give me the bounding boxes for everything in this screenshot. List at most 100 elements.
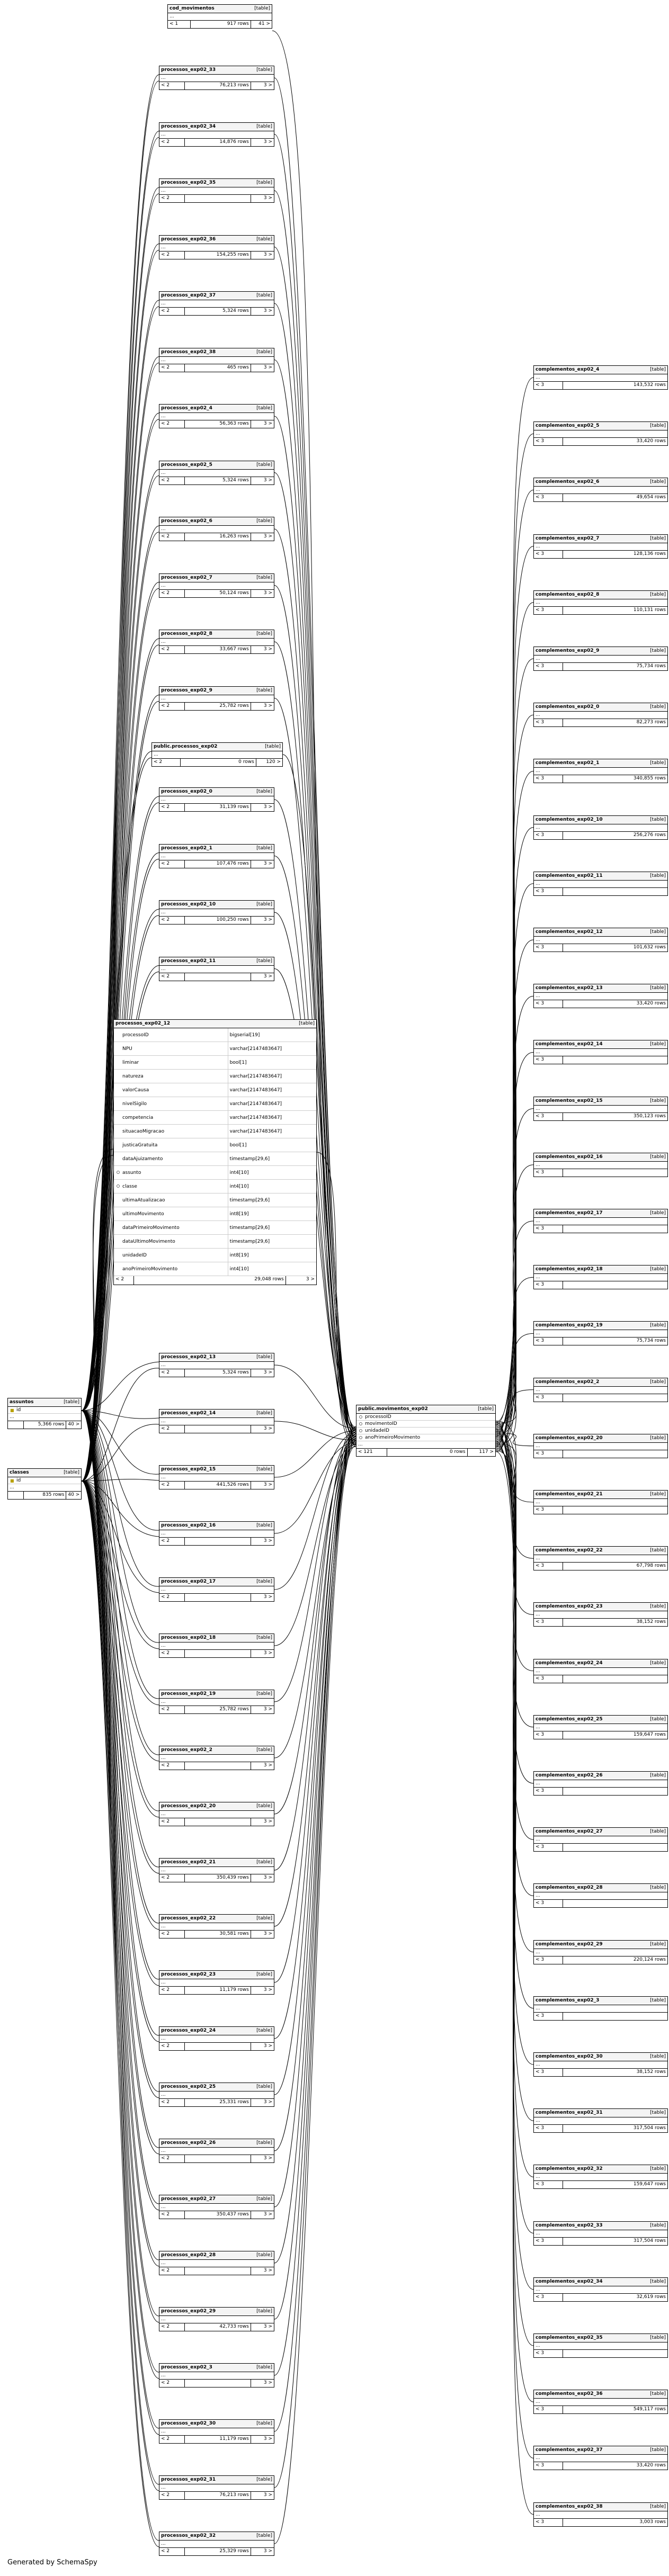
table-name[interactable]: processos_exp02_1: [161, 845, 212, 851]
child-count[interactable]: 3 >: [263, 83, 272, 88]
table-name[interactable]: complementos_exp02_14: [536, 1042, 603, 1047]
child-count[interactable]: 120 >: [266, 759, 281, 765]
child-count[interactable]: 3 >: [263, 534, 272, 539]
table-c17[interactable]: complementos_exp02_17[table]...< 3: [533, 1209, 668, 1233]
table-name[interactable]: processos_exp02_8: [161, 631, 212, 636]
child-count[interactable]: 3 >: [263, 1819, 272, 1824]
child-count[interactable]: 3 >: [263, 1931, 272, 1936]
table-name[interactable]: processos_exp02_30: [161, 2421, 216, 2426]
table-name[interactable]: complementos_exp02_17: [536, 1210, 603, 1216]
parent-count[interactable]: < 3: [534, 1563, 564, 1570]
table-name[interactable]: processos_exp02_23: [161, 1972, 216, 1977]
table-name[interactable]: complementos_exp02_20: [536, 1435, 603, 1441]
parent-count[interactable]: < 3: [534, 1056, 564, 1064]
table-name[interactable]: processos_exp02_35: [161, 180, 216, 185]
table-c2[interactable]: complementos_exp02_2[table]...< 3: [533, 1377, 668, 1402]
table-name[interactable]: processos_exp02_6: [161, 518, 212, 524]
parent-count[interactable]: < 2: [159, 1594, 185, 1601]
parent-count[interactable]: < 3: [534, 438, 564, 446]
parent-count[interactable]: < 2: [159, 2436, 185, 2443]
table-name[interactable]: complementos_exp02_24: [536, 1660, 603, 1666]
child-count[interactable]: 3 >: [263, 2043, 272, 2049]
table-name[interactable]: complementos_exp02_12: [536, 929, 603, 935]
table-c14[interactable]: complementos_exp02_14[table]...< 3: [533, 1040, 668, 1065]
parent-count[interactable]: < 2: [159, 1931, 185, 1938]
parent-count[interactable]: < 3: [534, 1225, 564, 1233]
table-name[interactable]: processos_exp02_24: [161, 2028, 216, 2033]
table-name[interactable]: complementos_exp02_6: [536, 479, 600, 485]
parent-count[interactable]: < 1: [168, 21, 191, 28]
child-count[interactable]: 3 >: [263, 1594, 272, 1600]
parent-count[interactable]: < 2: [159, 420, 185, 428]
parent-count[interactable]: < 3: [534, 1000, 564, 1008]
table-name[interactable]: complementos_exp02_26: [536, 1773, 603, 1778]
table-name[interactable]: processos_exp02_27: [161, 2196, 216, 2202]
parent-count[interactable]: < 2: [159, 1538, 185, 1545]
child-count[interactable]: 3 >: [263, 2324, 272, 2329]
child-count[interactable]: 3 >: [263, 1370, 272, 1375]
table-name[interactable]: complementos_exp02_22: [536, 1548, 603, 1554]
child-count[interactable]: 3 >: [263, 973, 272, 979]
parent-count[interactable]: < 2: [159, 860, 185, 868]
parent-count[interactable]: < 3: [534, 663, 564, 670]
child-count[interactable]: 3 >: [263, 2212, 272, 2217]
child-count[interactable]: 3 >: [263, 2380, 272, 2385]
parent-count[interactable]: < 3: [534, 1394, 564, 1402]
parent-count[interactable]: < 2: [159, 138, 185, 146]
table-name[interactable]: complementos_exp02_28: [536, 1885, 603, 1891]
table-name[interactable]: complementos_exp02_7: [536, 535, 600, 541]
parent-count[interactable]: < 3: [534, 2350, 564, 2357]
child-count[interactable]: 3 >: [306, 1277, 315, 1282]
parent-count[interactable]: < 3: [534, 1731, 564, 1739]
table-c28[interactable]: complementos_exp02_28[table]...< 3: [533, 1883, 668, 1908]
parent-count[interactable]: < 2: [159, 1425, 185, 1433]
table-name[interactable]: complementos_exp02_38: [536, 2503, 603, 2509]
parent-count[interactable]: < 3: [534, 1956, 564, 1964]
table-name[interactable]: complementos_exp02_33: [536, 2222, 603, 2228]
table-name[interactable]: processos_exp02_31: [161, 2477, 216, 2482]
table-name[interactable]: processos_exp02_4: [161, 406, 212, 411]
table-c26[interactable]: complementos_exp02_26[table]...< 3: [533, 1771, 668, 1796]
child-count[interactable]: 3 >: [263, 308, 272, 313]
parent-count[interactable]: < 3: [534, 2012, 564, 2020]
parent-count[interactable]: < 2: [159, 1369, 185, 1377]
parent-count[interactable]: < 2: [159, 1762, 185, 1770]
table-name[interactable]: complementos_exp02_34: [536, 2278, 603, 2284]
table-name[interactable]: processos_exp02_7: [161, 575, 212, 580]
table-name[interactable]: processos_exp02_17: [161, 1579, 216, 1584]
parent-count[interactable]: < 3: [534, 831, 564, 839]
child-count[interactable]: 3 >: [263, 804, 272, 810]
parent-count[interactable]: < 2: [159, 646, 185, 653]
parent-count[interactable]: < 3: [534, 719, 564, 727]
child-count[interactable]: 3 >: [263, 1707, 272, 1712]
parent-count[interactable]: < 3: [534, 494, 564, 502]
child-count[interactable]: 3 >: [263, 860, 272, 866]
parent-count[interactable]: < 3: [534, 1675, 564, 1683]
table-c21[interactable]: complementos_exp02_21[table]...< 3: [533, 1490, 668, 1514]
table-name[interactable]: complementos_exp02_37: [536, 2447, 603, 2453]
table-c20[interactable]: complementos_exp02_20[table]...< 3: [533, 1433, 668, 1458]
parent-count[interactable]: < 2: [159, 2323, 185, 2331]
parent-count[interactable]: < 2: [159, 804, 185, 811]
table-name[interactable]: cod_movimentos: [170, 6, 215, 11]
table-name[interactable]: complementos_exp02_19: [536, 1323, 603, 1329]
child-count[interactable]: 3 >: [263, 1987, 272, 1992]
table-name[interactable]: classes: [10, 1470, 29, 1475]
table-name[interactable]: processos_exp02_21: [161, 1860, 216, 1865]
child-count[interactable]: 41 >: [258, 21, 270, 26]
